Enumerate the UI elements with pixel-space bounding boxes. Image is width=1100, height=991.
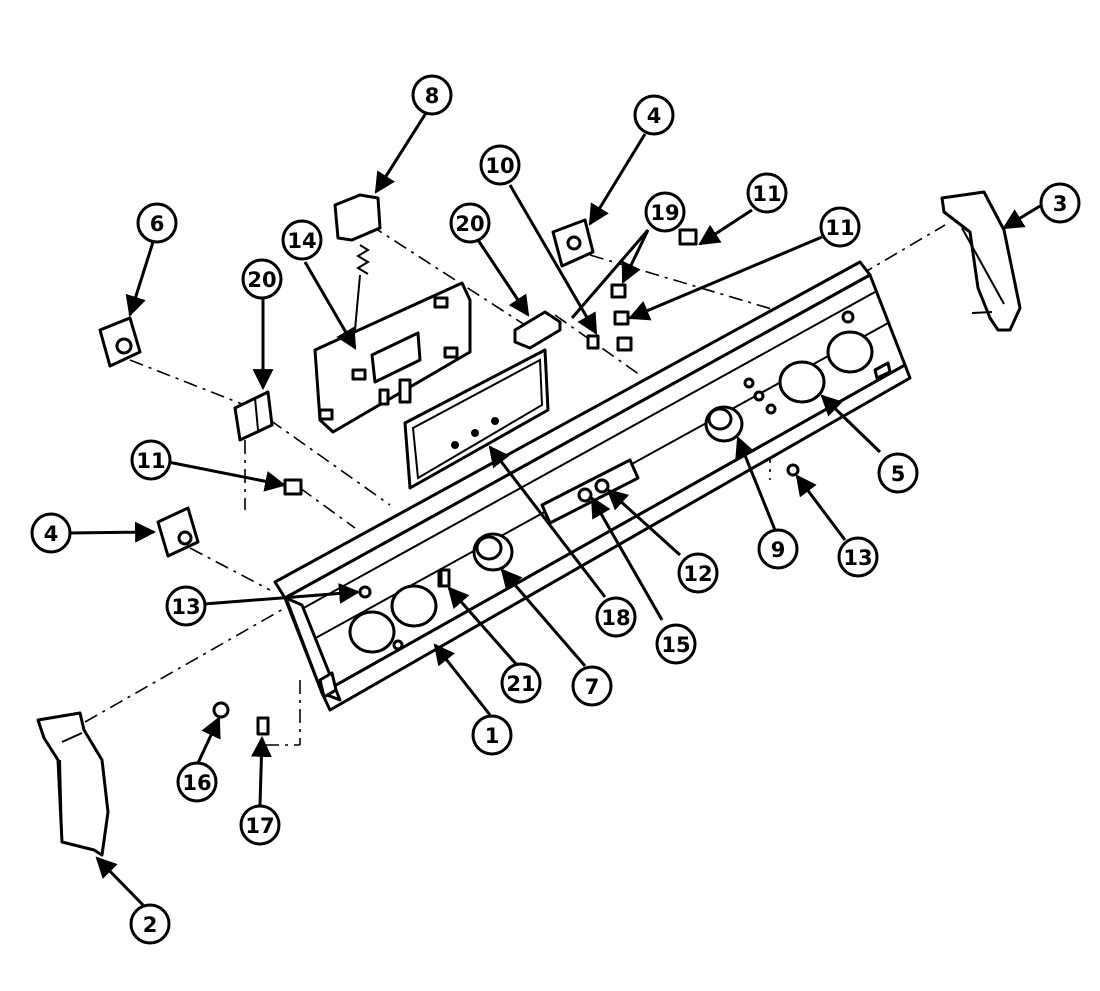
timer-module-part <box>313 281 472 434</box>
callout-8: 8 <box>411 74 453 116</box>
callout-2: 2 <box>129 903 171 945</box>
clip-17-part <box>256 716 270 736</box>
svg-text:11: 11 <box>752 182 781 206</box>
callout-7: 7 <box>571 665 613 707</box>
small-button-right-part <box>678 228 698 246</box>
callout-5: 5 <box>877 452 919 494</box>
svg-text:21: 21 <box>506 672 535 696</box>
left-clip-part <box>233 390 274 442</box>
callout-21: 21 <box>500 662 542 704</box>
callout-19: 19 <box>644 191 686 233</box>
screw-part <box>212 701 230 719</box>
callout-11-a: 11 <box>746 172 788 214</box>
svg-text:13: 13 <box>843 546 872 570</box>
svg-text:17: 17 <box>245 814 274 838</box>
callout-18: 18 <box>595 596 637 638</box>
upper-knob-part <box>551 218 595 268</box>
callout-11-left: 11 <box>130 439 172 481</box>
callout-11-b: 11 <box>819 206 861 248</box>
svg-text:11: 11 <box>136 449 165 473</box>
left-knob-part <box>156 506 200 558</box>
svg-text:4: 4 <box>44 522 59 546</box>
bracket-spring-part <box>333 193 382 331</box>
svg-text:11: 11 <box>825 216 854 240</box>
leader-lines <box>69 112 1041 907</box>
callout-16: 16 <box>176 761 218 803</box>
svg-text:3: 3 <box>1053 192 1068 216</box>
svg-text:1: 1 <box>485 724 500 748</box>
svg-text:6: 6 <box>150 212 165 236</box>
callout-15: 15 <box>655 623 697 665</box>
svg-text:7: 7 <box>585 675 600 699</box>
svg-text:16: 16 <box>182 771 211 795</box>
left-end-cap-part <box>36 711 110 857</box>
knob-6-part <box>98 316 142 368</box>
display-panel-part <box>403 348 550 490</box>
small-button-left-part <box>283 478 303 496</box>
svg-text:15: 15 <box>661 633 690 657</box>
callout-20-right: 20 <box>449 202 491 244</box>
callout-9: 9 <box>757 528 799 570</box>
push-buttons-part <box>610 283 633 352</box>
svg-text:10: 10 <box>485 154 514 178</box>
svg-text:19: 19 <box>650 201 679 225</box>
switch-part <box>439 568 451 588</box>
svg-text:5: 5 <box>891 462 906 486</box>
callout-1: 1 <box>471 714 513 756</box>
callout-4-top: 4 <box>633 94 675 136</box>
svg-text:8: 8 <box>425 84 440 108</box>
svg-text:18: 18 <box>601 606 630 630</box>
pin-part <box>586 334 600 350</box>
svg-text:14: 14 <box>287 229 316 253</box>
callout-12: 12 <box>677 552 719 594</box>
svg-text:20: 20 <box>247 268 276 292</box>
svg-text:2: 2 <box>143 913 158 937</box>
right-clip-part <box>513 310 562 350</box>
right-end-cap-part <box>940 190 1022 332</box>
svg-text:13: 13 <box>171 595 200 619</box>
callout-3: 3 <box>1039 182 1081 224</box>
callout-20-left: 20 <box>241 258 283 300</box>
callout-4-left: 4 <box>30 512 72 554</box>
svg-text:12: 12 <box>683 562 712 586</box>
svg-text:9: 9 <box>771 538 786 562</box>
callout-17: 17 <box>239 804 281 846</box>
callout-13-right: 13 <box>837 536 879 578</box>
callout-14: 14 <box>281 219 323 261</box>
callout-6: 6 <box>136 202 178 244</box>
svg-text:4: 4 <box>647 104 662 128</box>
callout-10: 10 <box>479 144 521 186</box>
callout-13-left: 13 <box>165 585 207 627</box>
svg-text:20: 20 <box>455 212 484 236</box>
